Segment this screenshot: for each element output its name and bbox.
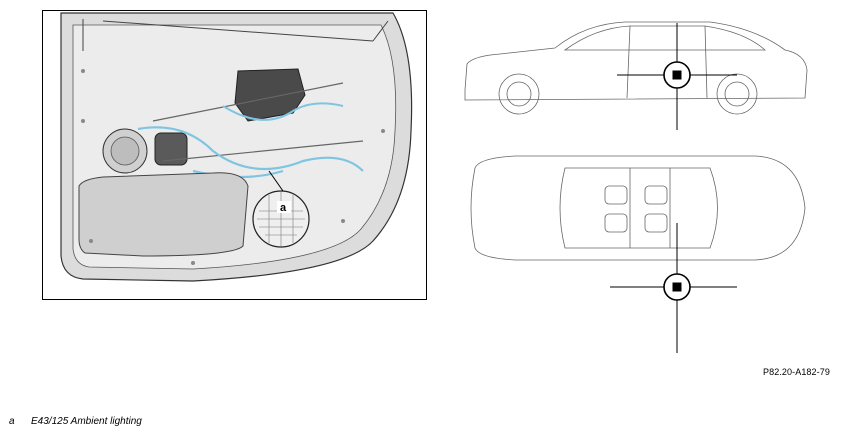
callout-letter: a xyxy=(280,202,287,214)
figure-reference-code: P82.20-A182-79 xyxy=(763,367,830,377)
vehicle-drawing xyxy=(464,21,808,353)
legend-key: a xyxy=(9,416,15,427)
legend: a E43/125 Ambient lighting xyxy=(9,416,142,427)
speaker-cone xyxy=(110,136,140,166)
door-panel-drawing: a xyxy=(60,12,413,282)
window-frame xyxy=(82,19,389,51)
fasteners xyxy=(81,69,385,265)
door-panel-illustration: a xyxy=(42,10,427,300)
door-pocket xyxy=(78,172,249,257)
callout-leader xyxy=(268,170,284,192)
car-top-view xyxy=(470,155,806,261)
vehicle-location-views xyxy=(455,18,815,358)
car-side-view xyxy=(464,21,808,115)
top-view-locator xyxy=(610,223,737,353)
door-module xyxy=(234,68,306,122)
cable-harness-upper xyxy=(222,102,344,121)
legend-description: E43/125 Ambient lighting xyxy=(31,416,142,427)
side-view-locator xyxy=(617,23,737,130)
window-motor xyxy=(154,132,188,166)
regulator-rail xyxy=(152,82,364,162)
callout-label-box xyxy=(277,201,291,213)
